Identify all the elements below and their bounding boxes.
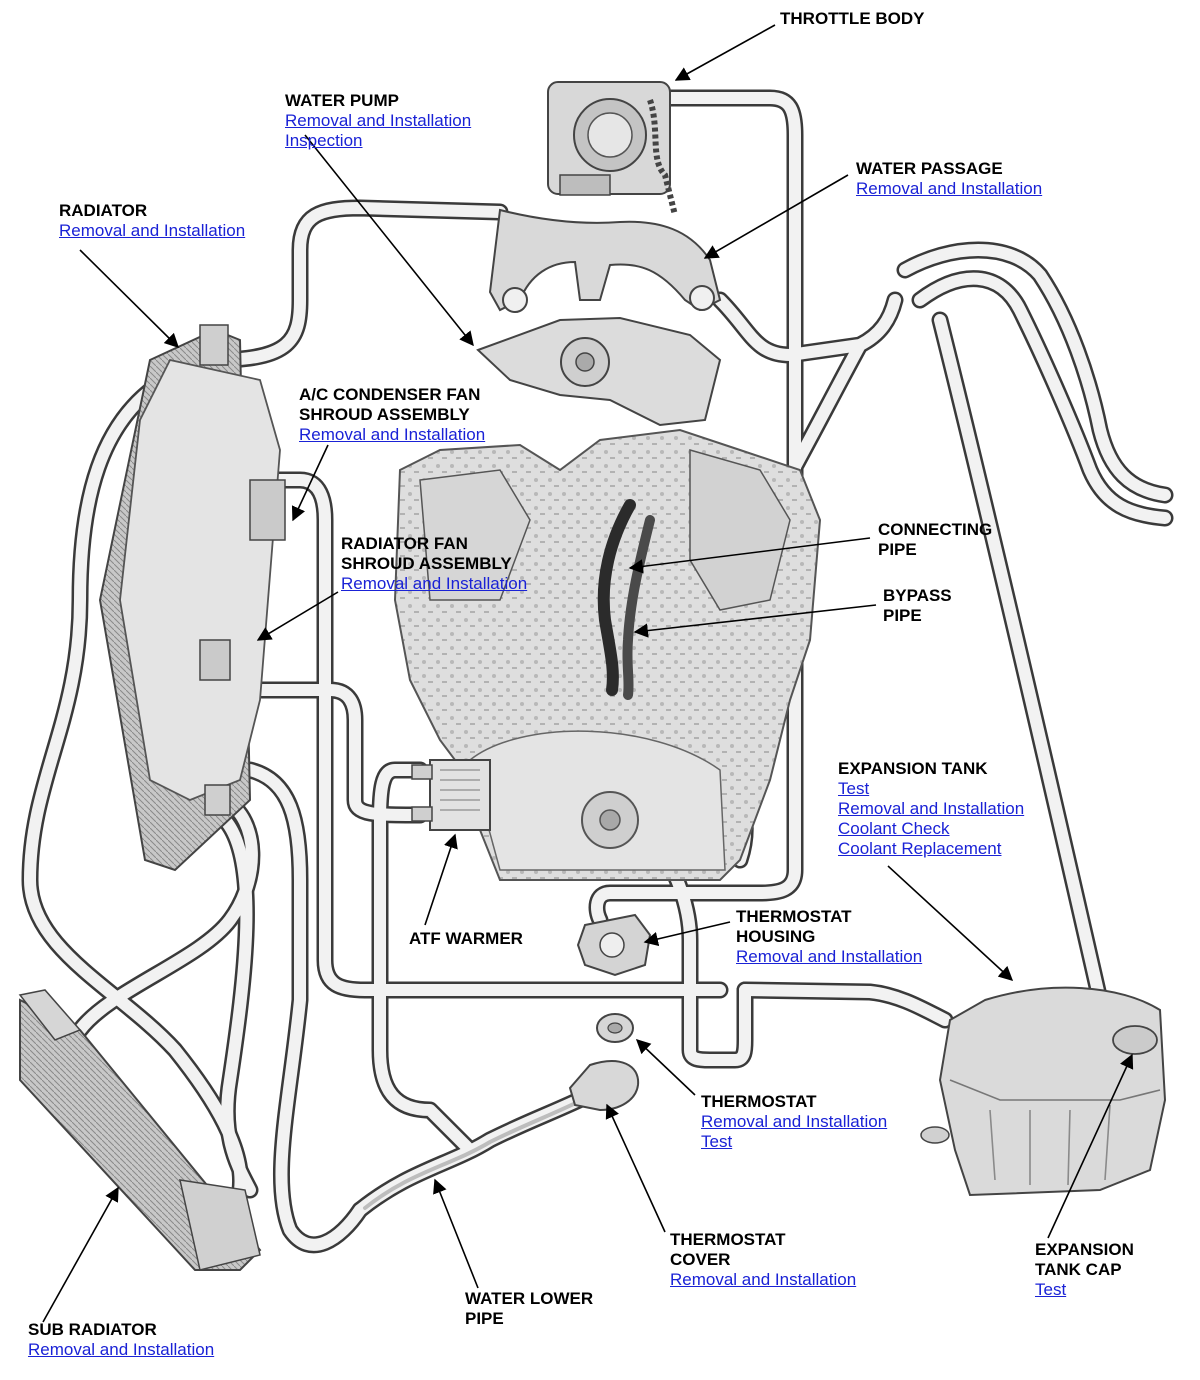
label-title: CONNECTING (878, 520, 993, 539)
label-sub-radiator: SUB RADIATOR Removal and Installation (28, 1320, 214, 1360)
radiator (98, 324, 286, 872)
label-radiator-fan: RADIATOR FAN SHROUD ASSEMBLY Removal and… (341, 534, 527, 594)
water-pump (476, 316, 722, 427)
label-atf-warmer: ATF WARMER (409, 929, 523, 949)
label-expansion-tank: EXPANSION TANK Test Removal and Installa… (838, 759, 1024, 859)
engine-block (393, 428, 822, 881)
radiator-removal-link[interactable]: Removal and Installation (59, 221, 246, 240)
label-title: EXPANSION (1035, 1240, 1134, 1259)
leader-lines (42, 24, 1134, 1323)
label-title: SUB RADIATOR (28, 1320, 157, 1339)
label-title: RADIATOR FAN (341, 534, 468, 553)
upper-radiator-hose (206, 199, 509, 369)
water-pump-inspection-link[interactable]: Inspection (285, 131, 363, 150)
thermostat-test-link[interactable]: Test (701, 1132, 733, 1151)
expansion-tank-test-link[interactable]: Test (838, 779, 870, 798)
label-title: PIPE (883, 606, 922, 625)
thermostat-cover (568, 1060, 640, 1112)
label-water-lower-pipe: WATER LOWER PIPE (465, 1289, 593, 1329)
label-expansion-tank-cap: EXPANSION TANK CAP Test (1035, 1240, 1134, 1300)
label-connecting-pipe: CONNECTING PIPE (878, 520, 992, 560)
water-pump-removal-link[interactable]: Removal and Installation (285, 111, 472, 130)
label-title: A/C CONDENSER FAN (299, 385, 481, 404)
ac-condenser-fan-removal-link[interactable]: Removal and Installation (299, 425, 486, 444)
label-water-passage: WATER PASSAGE Removal and Installation (856, 159, 1042, 199)
label-title: SHROUD ASSEMBLY (299, 405, 470, 424)
label-thermostat: THERMOSTAT Removal and Installation Test (701, 1092, 887, 1152)
label-throttle-body: THROTTLE BODY (780, 9, 925, 29)
expansion-tank (920, 986, 1167, 1197)
sub-radiator (18, 989, 262, 1271)
label-title: WATER PASSAGE (856, 159, 1003, 178)
expansion-tank-cap-test-link[interactable]: Test (1035, 1280, 1067, 1299)
label-title: BYPASS (883, 586, 952, 605)
label-title: SHROUD ASSEMBLY (341, 554, 512, 573)
label-title: WATER PUMP (285, 91, 399, 110)
thermostat-housing-removal-link[interactable]: Removal and Installation (736, 947, 923, 966)
label-title: WATER LOWER (465, 1289, 594, 1308)
label-water-pump: WATER PUMP Removal and Installation Insp… (285, 91, 471, 151)
label-title: EXPANSION TANK (838, 759, 988, 778)
label-thermostat-housing: THERMOSTAT HOUSING Removal and Installat… (736, 907, 922, 967)
atf-warmer (411, 759, 491, 831)
label-bypass-pipe: BYPASS PIPE (883, 586, 952, 626)
label-title: THERMOSTAT (670, 1230, 786, 1249)
label-title: THROTTLE BODY (780, 9, 925, 28)
sub-radiator-removal-link[interactable]: Removal and Installation (28, 1340, 215, 1359)
thermostat (596, 1013, 634, 1043)
label-radiator: RADIATOR Removal and Installation (59, 201, 245, 241)
label-title: HOUSING (736, 927, 816, 946)
label-thermostat-cover: THERMOSTAT COVER Removal and Installatio… (670, 1230, 856, 1290)
label-title: PIPE (878, 540, 917, 559)
water-passage-removal-link[interactable]: Removal and Installation (856, 179, 1043, 198)
coolant-replacement-link[interactable]: Coolant Replacement (838, 839, 1002, 858)
label-title: THERMOSTAT (736, 907, 852, 926)
coolant-check-link[interactable]: Coolant Check (838, 819, 950, 838)
thermostat-cover-removal-link[interactable]: Removal and Installation (670, 1270, 857, 1289)
label-title: THERMOSTAT (701, 1092, 817, 1111)
label-title: ATF WARMER (409, 929, 523, 948)
expansion-tank-removal-link[interactable]: Removal and Installation (838, 799, 1025, 818)
label-title: COVER (670, 1250, 731, 1269)
radiator-fan-removal-link[interactable]: Removal and Installation (341, 574, 528, 593)
label-title: TANK CAP (1035, 1260, 1122, 1279)
label-title: RADIATOR (59, 201, 148, 220)
thermostat-housing (576, 913, 652, 977)
water-passage (488, 208, 722, 313)
thermostat-removal-link[interactable]: Removal and Installation (701, 1112, 888, 1131)
label-ac-condenser-fan: A/C CONDENSER FAN SHROUD ASSEMBLY Remova… (299, 385, 485, 445)
label-title: PIPE (465, 1309, 504, 1328)
throttle-body (547, 81, 678, 216)
